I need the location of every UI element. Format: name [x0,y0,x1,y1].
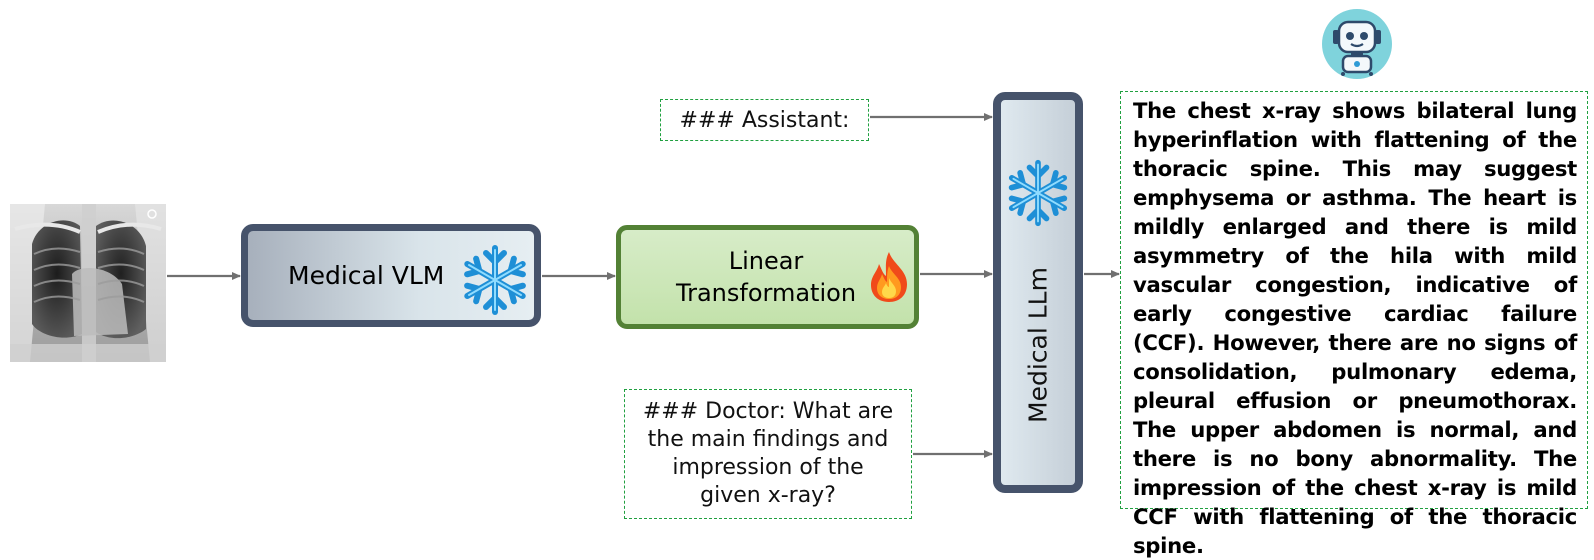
doctor-prompt-text: ### Doctor: What are the main findings a… [642,399,894,508]
medical-llm-label: Medical LLm [1023,267,1053,423]
fire-icon [871,252,907,302]
linear-transformation-block: Linear Transformation [616,225,919,329]
linear-label-line2: Transformation [675,279,857,307]
linear-transformation-label: Linear Transformation [661,230,871,324]
medical-vlm-block: Medical VLM [241,224,541,327]
assistant-prompt-box: ### Assistant: [660,99,869,141]
doctor-prompt-box: ### Doctor: What are the main findings a… [624,389,912,519]
snowflake-icon [1003,159,1073,228]
robot-icon [1322,9,1392,79]
assistant-prompt-text: ### Assistant: [679,107,850,133]
connector-layer [167,113,1120,458]
snowflake-icon [458,245,532,317]
output-text-box: The chest x-ray shows bilateral lung hyp… [1120,91,1588,558]
medical-llm-block: Medical LLm [993,92,1083,493]
medical-vlm-label: Medical VLM [288,261,445,290]
output-text: The chest x-ray shows bilateral lung hyp… [1133,98,1577,558]
chest-xray-image [10,204,166,362]
linear-label-line1: Linear [728,247,804,275]
